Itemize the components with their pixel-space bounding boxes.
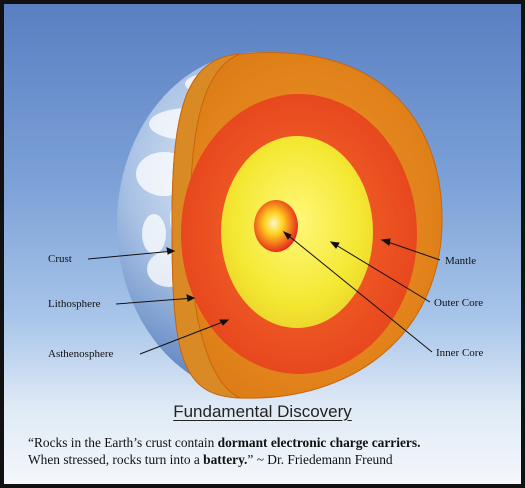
quote-line-2-bold: battery.: [203, 452, 248, 467]
quote-attribution: ” ~ Dr. Friedemann Freund: [247, 452, 393, 467]
quote-line-2: When stressed, rocks turn into a battery…: [28, 451, 518, 468]
asthenosphere-label: Asthenosphere: [48, 348, 113, 360]
inner-core-leader: [282, 230, 433, 353]
outer-core-leader: [329, 241, 431, 303]
inner-core-label: Inner Core: [436, 347, 483, 359]
freund-quote: “Rocks in the Earth’s crust contain dorm…: [28, 434, 518, 468]
lithosphere-label: Lithosphere: [48, 298, 101, 310]
earth-cutaway-diagram: Crust Lithosphere Asthenosphere Mantle O…: [48, 52, 483, 399]
quote-line-2-text: When stressed, rocks turn into a: [28, 452, 204, 467]
inner-core-layer: [254, 200, 298, 252]
quote-line-1-bold: dormant electronic charge carriers.: [217, 435, 421, 450]
asthenosphere-leader: [139, 319, 230, 355]
crust-edge: [171, 53, 241, 399]
crust-label: Crust: [48, 253, 72, 265]
crust-leader: [87, 247, 176, 260]
mantle-leader: [380, 238, 441, 261]
mantle-label: Mantle: [445, 255, 476, 267]
lithosphere-leader: [115, 294, 196, 305]
outer-core-label: Outer Core: [434, 297, 483, 309]
diagram-title: Fundamental Discovery: [173, 402, 352, 421]
diagram-panel: Crust Lithosphere Asthenosphere Mantle O…: [4, 4, 521, 484]
quote-line-1-text: “Rocks in the Earth’s crust contain: [28, 435, 218, 450]
quote-line-1: “Rocks in the Earth’s crust contain dorm…: [28, 434, 518, 451]
